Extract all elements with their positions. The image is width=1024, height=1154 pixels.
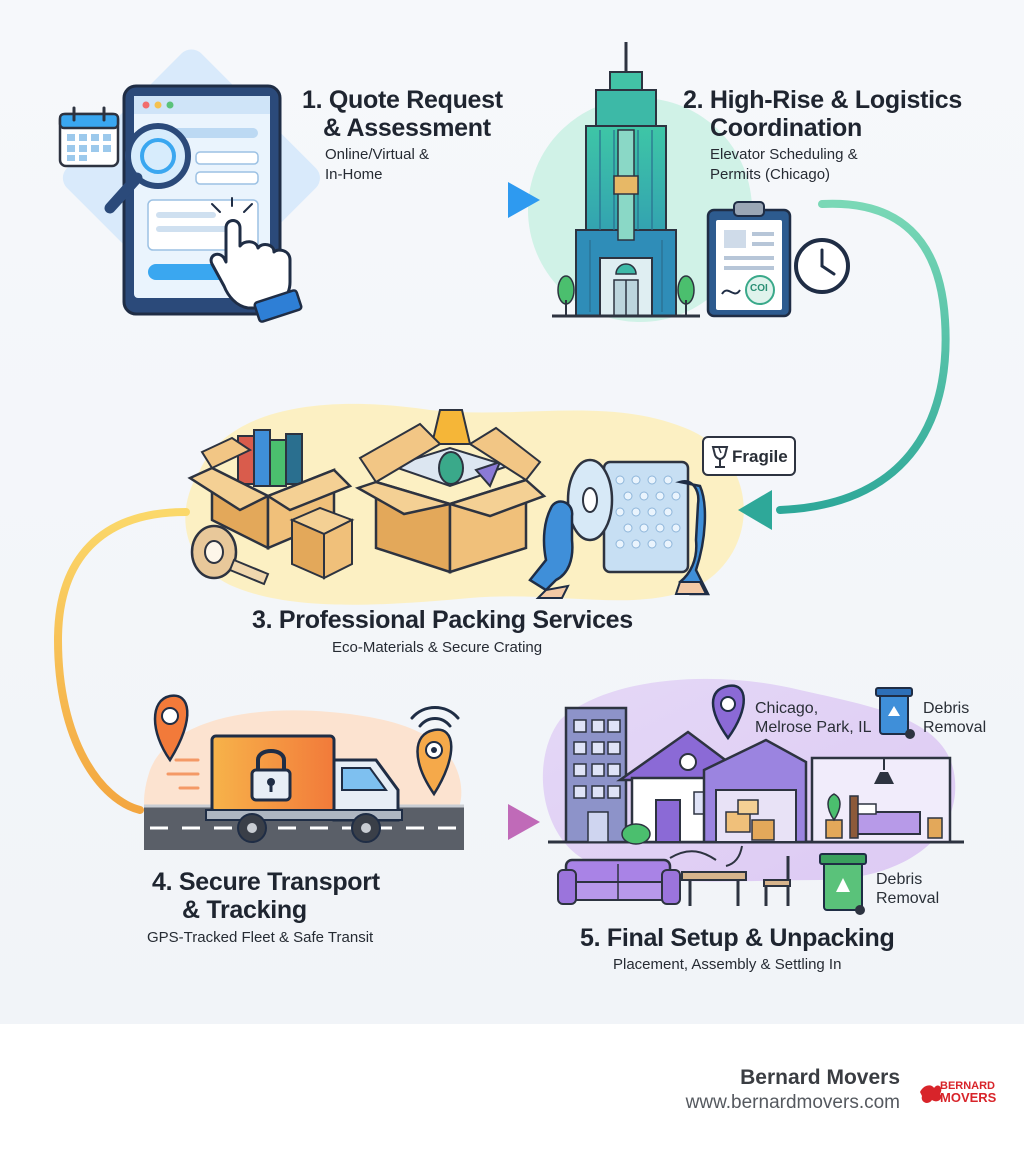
bed-icon [849, 795, 921, 839]
step4-illustration [144, 694, 464, 850]
step5-title: 5. Final Setup & Unpacking [580, 924, 895, 952]
step2-title-line1: 2. High-Rise & Logistics [683, 86, 962, 114]
logo-text-line2: MOVERS [940, 1090, 997, 1105]
debris-label-1-line1: Debris [923, 700, 970, 717]
tape-icon [190, 524, 270, 586]
signal-icon [410, 706, 460, 728]
logo-text-line1: BERNARD [940, 1080, 995, 1092]
house-icon [616, 730, 808, 845]
sofa-icon [557, 858, 681, 905]
step5-subtitle: Placement, Assembly & Settling In [613, 956, 842, 973]
step4-subtitle: GPS-Tracked Fleet & Safe Transit [147, 929, 374, 946]
location-label: Chicago, Melrose Park, IL [755, 699, 871, 737]
map-pin-icon-2 [416, 728, 453, 797]
location-label-line2: Melrose Park, IL [755, 719, 872, 736]
fragile-label: Fragile [702, 436, 796, 476]
map-pin-icon-1 [153, 694, 189, 763]
step1-subtitle-line2: In-Home [325, 166, 383, 183]
connector-arrow-2 [776, 199, 950, 514]
debris-label-1: Debris Removal [923, 699, 986, 737]
footer [0, 1024, 1024, 1154]
bubble-wrap-icon [566, 458, 690, 574]
step2-title: 2. High-Rise & Logistics Coordination [683, 86, 962, 142]
truck-icon [166, 734, 403, 843]
skyscraper-icon [552, 42, 700, 318]
fragile-text: Fragile [732, 447, 788, 466]
step2-subtitle-line2: Permits (Chicago) [710, 166, 831, 183]
step1-title-line2: & Assessment [323, 114, 491, 142]
connector-arrow-1-head [508, 182, 540, 218]
fragile-glass-icon [711, 446, 729, 468]
step4-title-line1: 4. Secure Transport [152, 868, 380, 896]
connector-arrow-3 [53, 508, 190, 814]
room-icon [810, 756, 952, 844]
step4-title: 4. Secure Transport & Tracking [152, 868, 380, 924]
clock-icon [794, 238, 850, 294]
placement-arrows [669, 845, 743, 867]
location-label-line1: Chicago, [755, 700, 819, 717]
recycle-bin-icon-1 [875, 687, 915, 739]
step3-subtitle: Eco-Materials & Secure Crating [332, 639, 543, 656]
step5-illustration [548, 684, 964, 915]
debris-label-2-line1: Debris [876, 871, 923, 888]
step1-illustration [58, 84, 303, 323]
step4-title-line2: & Tracking [182, 896, 307, 924]
small-box-icon [289, 506, 355, 580]
open-box-icon [354, 409, 547, 574]
step1-subtitle-line1: Online/Virtual & [325, 146, 429, 163]
step2-title-line2: Coordination [710, 114, 862, 142]
table-icon [681, 871, 747, 906]
step2-subtitle-line1: Elevator Scheduling & [710, 146, 858, 163]
brand-logo: BERNARD MOVERS [918, 1078, 1004, 1108]
connector-arrow-2-head [738, 490, 772, 530]
process-canvas: Fragile [0, 0, 1024, 1024]
recycle-bin-icon-2 [819, 853, 867, 915]
padlock-icon [250, 749, 292, 802]
debris-label-2: Debris Removal [876, 870, 939, 908]
debris-label-1-line2: Removal [923, 719, 987, 736]
connector-arrow-4-head [508, 804, 540, 840]
step2-subtitle: Elevator Scheduling & Permits (Chicago) [710, 145, 858, 185]
calendar-icon [58, 106, 120, 168]
debris-label-2-line2: Removal [876, 890, 940, 907]
step3-title: 3. Professional Packing Services [252, 606, 633, 634]
clipboard-icon [706, 201, 792, 318]
box-icon [187, 429, 353, 551]
chair-icon [763, 856, 791, 906]
step1-subtitle: Online/Virtual & In-Home [325, 145, 429, 185]
map-pin-icon-3 [711, 684, 745, 741]
lamp-icon [430, 409, 472, 485]
magnifier-icon [104, 123, 191, 214]
logo-mark-icon [920, 1085, 942, 1103]
gloved-hands-icon [528, 479, 711, 599]
building-icon [564, 706, 628, 844]
coi-stamp: COI [750, 283, 768, 294]
plant-icon [825, 793, 843, 839]
pointing-hand-icon [209, 197, 303, 323]
brand-name: Bernard Movers [740, 1066, 900, 1089]
step1-title: 1. Quote Request & Assessment [302, 86, 503, 142]
step1-title-line1: 1. Quote Request [302, 86, 503, 114]
brand-url[interactable]: www.bernardmovers.com [685, 1092, 900, 1113]
ceiling-lamp-icon [874, 772, 894, 784]
step2-illustration [552, 42, 850, 318]
step3-illustration [187, 409, 711, 599]
